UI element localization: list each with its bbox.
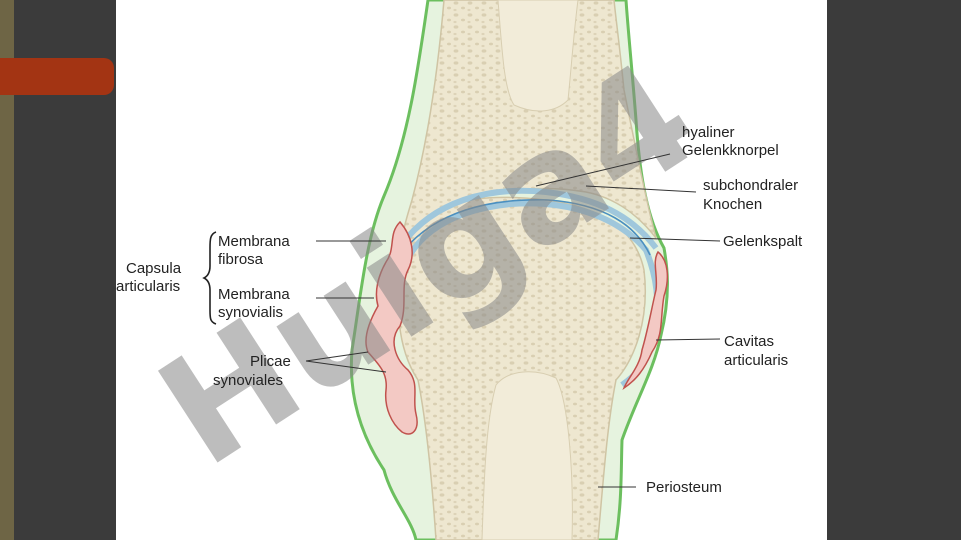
leader-lines — [305, 153, 721, 488]
joint-diagram-canvas: Huiga4 hyaliner Gelenkknorpel subchondra… — [116, 0, 827, 540]
right-slide-margin — [827, 0, 961, 540]
label-gelenkspalt: Gelenkspalt — [723, 233, 803, 250]
label-capsula-1: Capsula — [126, 260, 182, 277]
joint-diagram: Huiga4 hyaliner Gelenkknorpel subchondra… — [116, 0, 803, 540]
upper-marrow-cavity — [497, 0, 579, 112]
slide-accent-tab — [0, 58, 114, 95]
label-plicae-2: synoviales — [213, 372, 283, 389]
synovial-membrane-right — [622, 250, 669, 390]
label-plicae-1: Plicae — [250, 353, 291, 370]
label-membrana-fibrosa-1: Membrana — [218, 233, 290, 250]
label-hyaliner-2: Gelenkknorpel — [682, 142, 779, 159]
label-hyaliner-1: hyaliner — [682, 124, 735, 141]
label-subchondral-2: Knochen — [703, 196, 762, 213]
label-membrana-fibrosa-2: fibrosa — [218, 251, 264, 268]
label-periosteum: Periosteum — [646, 479, 722, 496]
lower-marrow-cavity — [481, 371, 573, 540]
upper-bone — [402, 0, 657, 242]
label-capsula-2: articularis — [116, 278, 180, 295]
synovial-membrane-left — [365, 220, 418, 435]
left-accent-strip — [0, 0, 14, 540]
label-membrana-synovialis-2: synovialis — [218, 304, 283, 321]
label-subchondral-1: subchondraler — [703, 177, 798, 194]
label-membrana-synovialis-1: Membrana — [218, 286, 290, 303]
articular-cartilage-upper — [399, 187, 659, 250]
joint-space-line — [403, 199, 651, 256]
label-cavitas-2: articularis — [724, 352, 788, 369]
label-cavitas-1: Cavitas — [724, 333, 774, 350]
capsula-brace — [202, 231, 217, 325]
